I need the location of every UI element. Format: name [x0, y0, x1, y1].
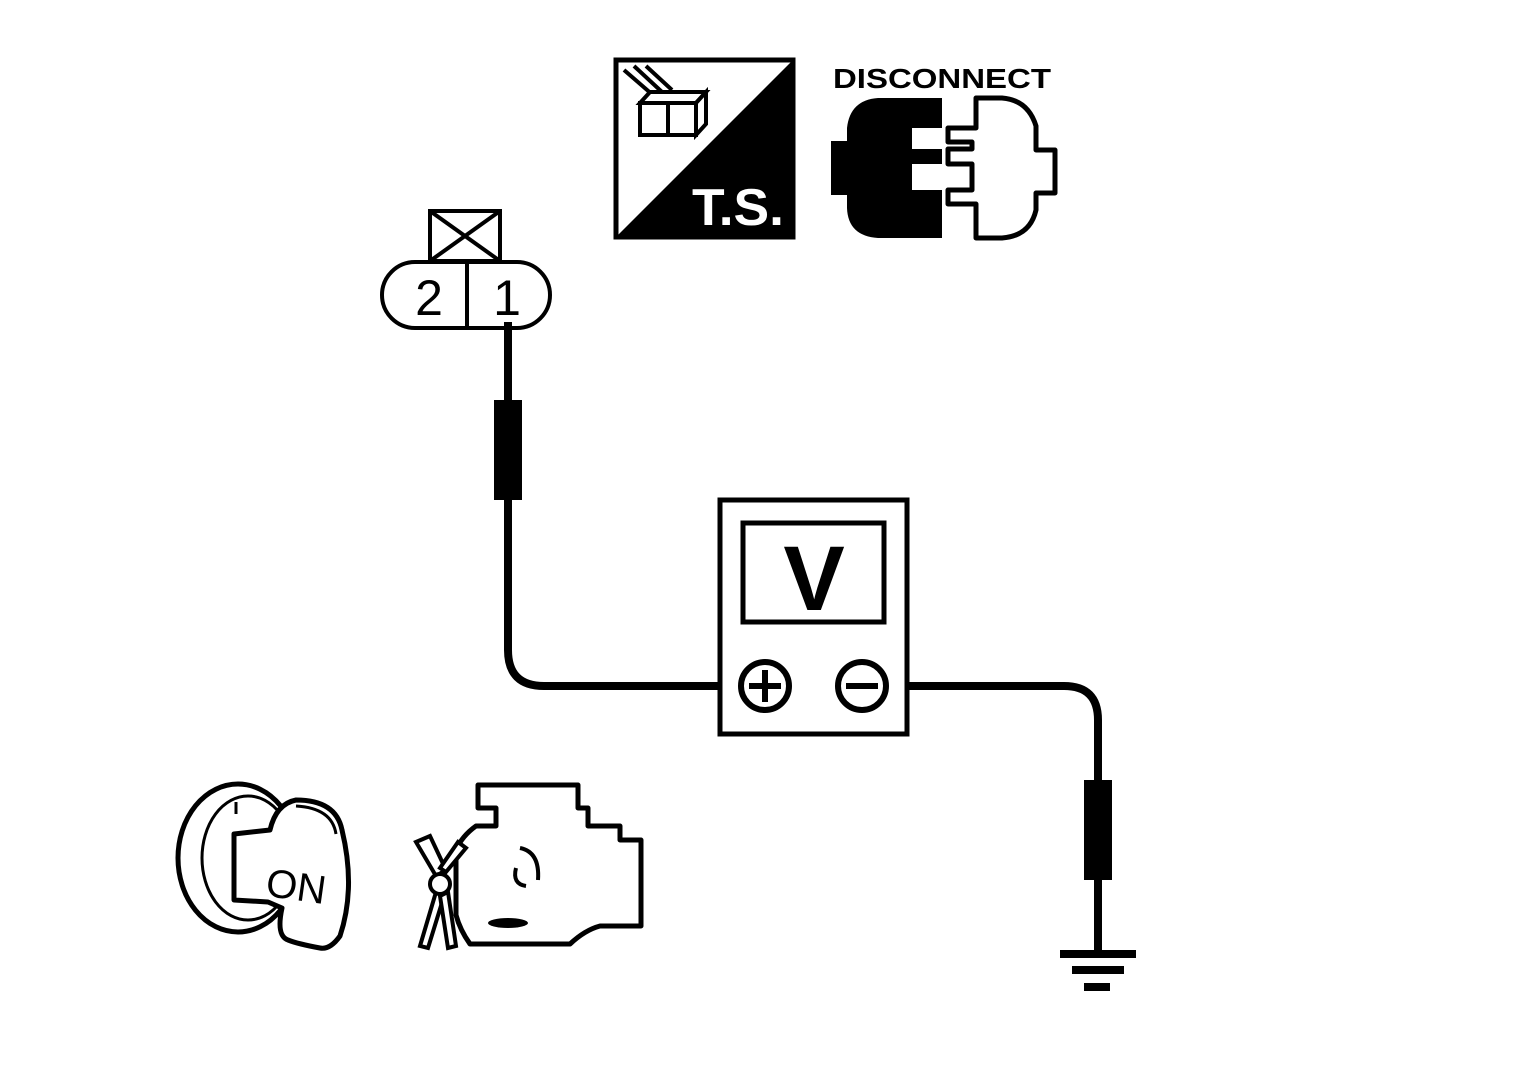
ignition-position-label: ON — [263, 861, 329, 913]
ts-symbol: T.S. — [613, 57, 796, 240]
positive-test-lead — [494, 322, 742, 690]
ts-label: T.S. — [692, 179, 784, 237]
disconnect-symbol: DISCONNECT — [831, 63, 1058, 241]
ground-icon — [1060, 950, 1136, 991]
voltmeter: V — [717, 497, 910, 737]
negative-test-lead — [884, 682, 1112, 955]
disconnect-label: DISCONNECT — [833, 63, 1051, 94]
connector-pin-2: 2 — [415, 270, 443, 326]
engine-running-icon — [413, 782, 644, 951]
negative-terminal-icon — [835, 659, 889, 713]
voltmeter-mode-label: V — [783, 528, 844, 630]
positive-terminal-icon — [738, 659, 792, 713]
connector-pin-1: 1 — [493, 270, 521, 326]
ignition-key-icon: ON — [175, 781, 352, 951]
connector-block-icon — [622, 64, 711, 141]
plug-connector-icon — [831, 95, 1058, 241]
harness-connector: 2 1 — [380, 209, 552, 330]
cooling-fan-icon — [413, 833, 469, 951]
